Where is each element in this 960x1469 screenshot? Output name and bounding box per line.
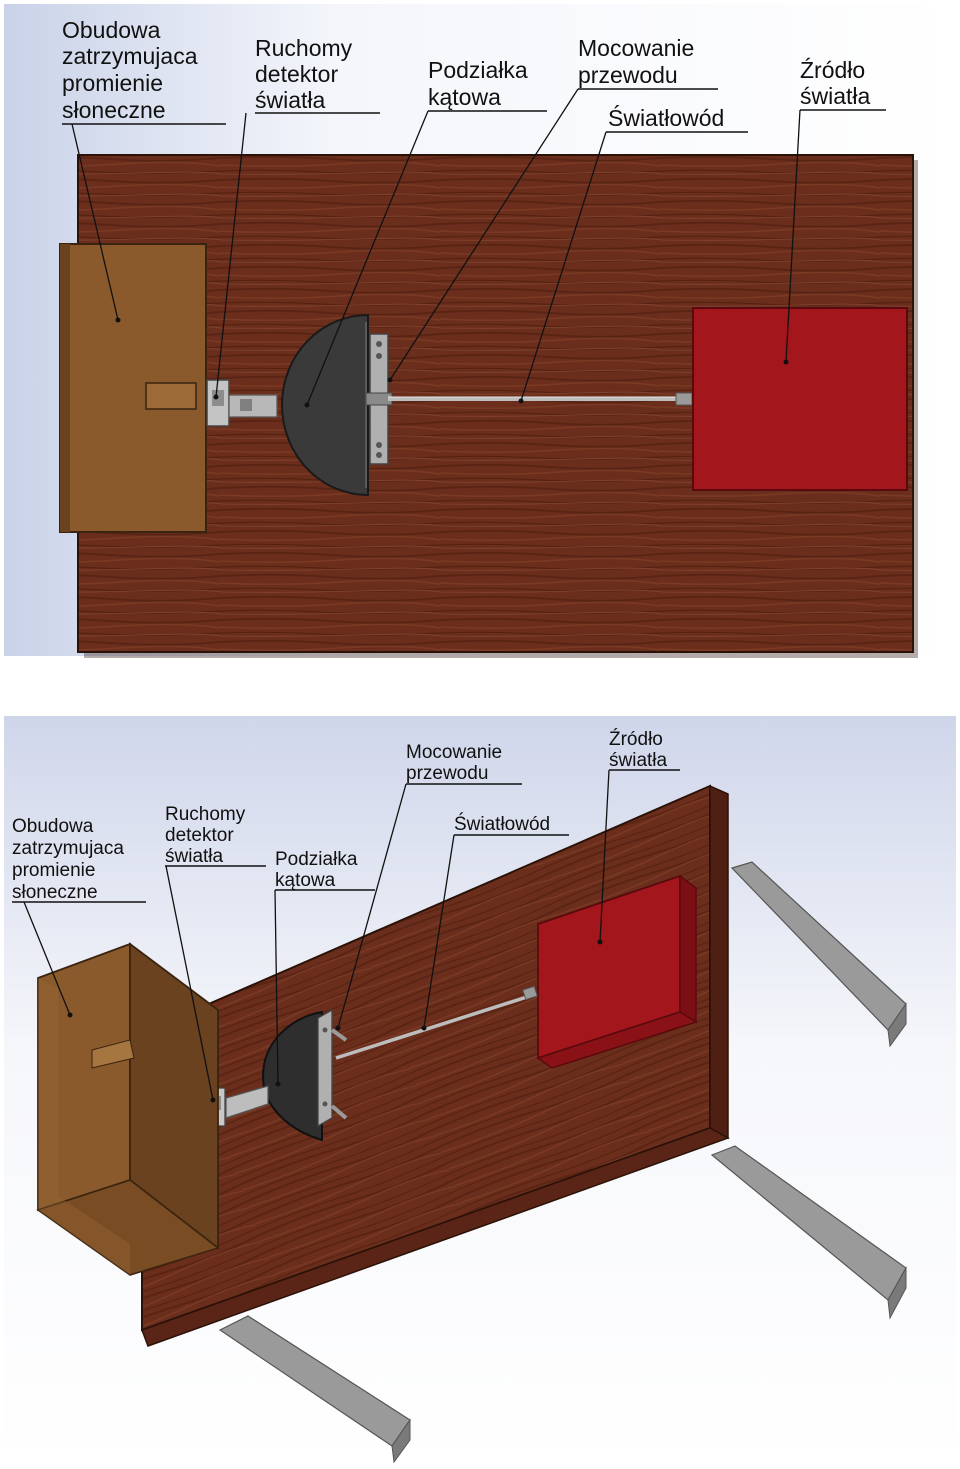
iso-label-fiber: Światłowód [454, 813, 550, 835]
iso-label-detector: Ruchomy detektor światła [165, 804, 251, 867]
iso-table-legs [218, 861, 907, 1464]
top-label-scale: Podziałka kątowa [428, 57, 534, 110]
top-leader-lines [62, 88, 886, 408]
top-light-source [692, 307, 908, 491]
iso-label-mount: Mocowanie przewodu [406, 742, 507, 784]
top-optical-fiber [388, 392, 693, 406]
top-housing [59, 243, 207, 533]
iso-label-source: Źródło światła [609, 729, 668, 771]
iso-optical-fiber [335, 985, 538, 1060]
top-view: Obudowa zatrzymujaca promienie słoneczne… [4, 4, 956, 658]
top-label-mount: Mocowanie przewodu [578, 35, 701, 88]
top-light-detector [206, 379, 278, 427]
iso-label-scale: Podziałka kątowa [275, 849, 363, 891]
top-label-fiber: Światłowód [608, 104, 724, 131]
iso-view: Obudowa zatrzymujaca promienie słoneczne… [4, 716, 956, 1464]
top-label-housing: Obudowa zatrzymujaca promienie słoneczne [62, 17, 204, 123]
iso-housing [36, 942, 220, 1276]
top-cable-mount [365, 333, 393, 465]
top-label-source: Źródło światła [800, 57, 872, 109]
iso-label-housing: Obudowa zatrzymujaca promienie słoneczne [12, 816, 129, 903]
iso-light-source [536, 874, 698, 1069]
top-label-detector: Ruchomy detektor światła [255, 35, 359, 113]
iso-leader-lines [12, 769, 680, 1103]
iso-cable-mount [317, 1008, 348, 1128]
